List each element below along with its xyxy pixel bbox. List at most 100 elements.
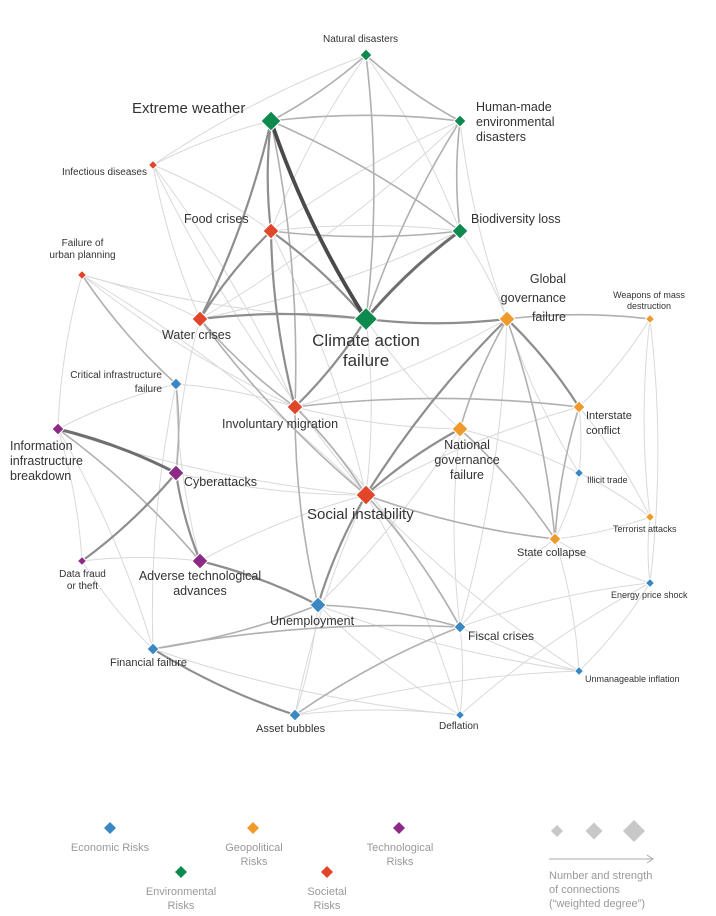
legend-geopolitical: Geopolitical Risks: [225, 842, 283, 868]
edge-global-state: [506, 318, 556, 540]
node-infectious[interactable]: [147, 159, 159, 171]
node-adverse[interactable]: [191, 552, 209, 570]
node-natural[interactable]: [359, 48, 373, 62]
label-involuntary-migration: Involuntary migration: [222, 417, 339, 431]
edge-unemployment-fiscal: [317, 604, 461, 628]
edge-illicit-national: [459, 428, 580, 474]
node-asset[interactable]: [288, 708, 302, 722]
node-extreme[interactable]: [260, 110, 282, 132]
node-inflation[interactable]: [573, 665, 585, 677]
node-critical[interactable]: [169, 377, 183, 391]
label-line: destruction: [626, 300, 672, 311]
edge-human-biodiv: [455, 120, 461, 232]
node-climate[interactable]: [353, 306, 379, 332]
edge-infectious-water: [152, 164, 201, 320]
node-terrorist[interactable]: [644, 511, 656, 523]
node-human[interactable]: [453, 114, 467, 128]
edge-energy-state: [554, 538, 651, 584]
edge-natural-climate: [365, 54, 375, 320]
edge-fraud-adverse: [81, 556, 201, 562]
node-national[interactable]: [451, 420, 469, 438]
label-line: failure: [134, 383, 162, 395]
legend-size-diamond-1: [551, 825, 563, 837]
edge-human-global: [459, 120, 508, 320]
label-line: of connections: [549, 883, 620, 896]
edge-financial-unemployment: [152, 604, 319, 650]
legend-size-diamond-3: [623, 820, 645, 842]
edge-extreme-biodiv: [270, 120, 461, 232]
label-line: failure: [449, 468, 485, 482]
node-food[interactable]: [262, 222, 280, 240]
edge-inflation-fiscal: [459, 626, 580, 672]
edge-natural-biodiv: [365, 54, 461, 232]
edge-natural-human: [365, 54, 461, 122]
edge-adverse-unemployment: [199, 559, 319, 606]
edge-illicit-state: [554, 472, 580, 540]
node-fiscal[interactable]: [453, 620, 467, 634]
node-state[interactable]: [548, 532, 562, 546]
edge-human-climate: [365, 120, 461, 320]
edge-illicit-terrorist: [578, 472, 651, 518]
edge-water-cyber: [175, 318, 201, 474]
edge-extreme-climate: [269, 120, 368, 321]
label-water-crises: Water crises: [162, 328, 231, 342]
node-social[interactable]: [355, 484, 377, 506]
node-cyber[interactable]: [167, 464, 185, 482]
label-data-fraud: Data fraud or theft: [45, 569, 120, 593]
nodes-layer: [51, 48, 656, 722]
edge-climate-national: [365, 318, 461, 430]
label-food-crises: Food crises: [184, 212, 249, 226]
edge-biodiv-food: [270, 224, 461, 232]
edge-cyber-critical: [175, 383, 180, 474]
edge-infectious-migration: [152, 164, 296, 408]
label-line: Data fraud: [59, 569, 106, 580]
edge-infectious-food: [152, 164, 272, 232]
legend-size-diamond-2: [585, 822, 603, 840]
edge-food-water: [199, 230, 272, 320]
legend-geopolitical-diamond: [247, 822, 259, 834]
edge-interstate-state: [554, 406, 580, 540]
node-water[interactable]: [191, 310, 209, 328]
label-biodiversity-loss: Biodiversity loss: [471, 212, 561, 226]
node-info[interactable]: [51, 422, 65, 436]
edge-unemployment-asset: [294, 604, 319, 716]
label-line: (“weighted degree”): [549, 897, 645, 910]
node-global[interactable]: [498, 310, 516, 328]
edge-climate-social: [365, 318, 372, 496]
edge-inflation-energy: [578, 582, 651, 672]
edge-global-interstate: [506, 318, 580, 408]
edge-global-wmd: [506, 313, 651, 320]
label-line: Global: [529, 272, 566, 286]
node-migration[interactable]: [286, 398, 304, 416]
node-energy[interactable]: [644, 577, 656, 589]
legend-technological-diamond: [393, 822, 405, 834]
node-deflation[interactable]: [454, 709, 466, 721]
label-line: Number and strength: [549, 870, 653, 882]
node-biodiv[interactable]: [451, 222, 469, 240]
edge-fiscal-state: [459, 538, 556, 628]
node-interstate[interactable]: [572, 400, 586, 414]
edge-critical-financial: [151, 383, 177, 650]
label-fiscal-crises: Fiscal crises: [468, 629, 535, 643]
edge-infectious-natural: [152, 54, 367, 166]
edge-cyber-adverse: [174, 472, 202, 562]
edge-unemployment-deflation: [317, 604, 461, 716]
label-line: conflict: [586, 425, 621, 438]
edge-social-deflation: [365, 494, 461, 716]
node-financial[interactable]: [146, 642, 160, 656]
node-illicit[interactable]: [573, 467, 585, 479]
legend-societal: Societal Risks: [307, 886, 347, 912]
label-illicit-trade: Illicit trade: [587, 475, 628, 485]
node-urban[interactable]: [76, 269, 88, 281]
label-line: disasters: [476, 130, 527, 144]
edge-financial-asset: [152, 648, 296, 717]
label-line: failure: [342, 351, 390, 371]
edge-national-state: [459, 428, 556, 540]
edge-terrorist-energy: [647, 516, 651, 584]
node-fraud[interactable]: [76, 555, 88, 567]
edge-social-unemployment: [316, 494, 367, 606]
edge-interstate-social: [365, 406, 580, 496]
node-unemployment[interactable]: [309, 596, 327, 614]
node-wmd[interactable]: [644, 313, 656, 325]
legend-arrow-head-icon: [646, 854, 654, 864]
